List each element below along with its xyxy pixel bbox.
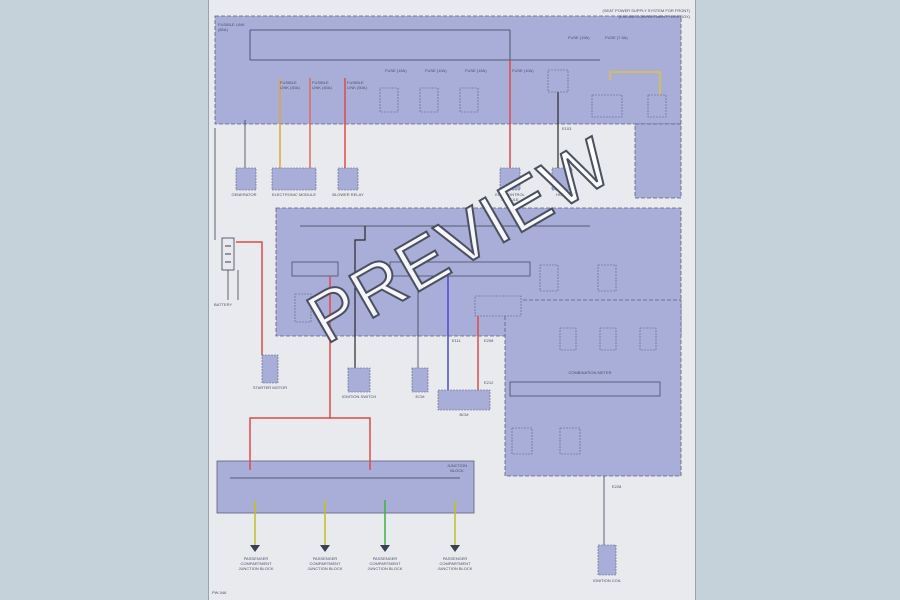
label-fuse-5: FUSE (15A) xyxy=(385,68,407,73)
label-electronic-module: ELECTRONIC MODULE xyxy=(271,192,316,197)
connector-1: E103 xyxy=(562,126,572,131)
label-fuse-7: FUSE (15A) xyxy=(465,68,487,73)
connector-4: E212 xyxy=(484,380,494,385)
ignition-switch-block xyxy=(347,367,371,393)
connector-2: E111 xyxy=(452,338,461,343)
label-ignition-switch: IGNITION SWITCH xyxy=(341,394,377,399)
label-fuse-2: FUSIBLE LINK (30A) xyxy=(280,80,300,90)
combination-meter-block xyxy=(509,381,661,397)
label-fuse-6: FUSE (10A) xyxy=(425,68,447,73)
label-junction-block: JUNCTION BLOCK xyxy=(446,463,468,473)
bcm-block xyxy=(437,389,491,411)
blower-relay-block xyxy=(337,167,359,191)
label-bottom-3: PASSENGER COMPARTMENT JUNCTION BLOCK xyxy=(367,556,403,571)
label-fuse-10: FUSE (7.5A) xyxy=(605,35,628,40)
header-line-2: (ENGINE COMPARTMENT FUSE BOX) xyxy=(618,14,690,19)
horn-block xyxy=(551,167,573,191)
top-right-region xyxy=(634,123,682,199)
label-fuse-9: FUSE (15A) xyxy=(568,35,590,40)
label-generator: GENERATOR xyxy=(231,192,257,197)
label-bottom-4: PASSENGER COMPARTMENT JUNCTION BLOCK xyxy=(437,556,473,571)
generator-block xyxy=(235,167,257,191)
diagram-header: (SEAT POWER SUPPLY SYSTEM FOR FRONT) (EN… xyxy=(560,8,691,20)
label-combination-meter: COMBINATION METER xyxy=(568,370,612,375)
label-fuse-4: FUSIBLE LINK (50A) xyxy=(347,80,367,90)
ignition-coil-block xyxy=(597,544,617,576)
footer-code: PW-046 xyxy=(212,590,227,595)
label-ecm-control-module: ECM CONTROL MODULE xyxy=(495,192,525,202)
connector-3: E208 xyxy=(484,338,494,343)
electronic-module-block xyxy=(271,167,317,191)
label-starter-motor: STARTER MOTOR xyxy=(252,385,288,390)
label-ecm: ECM xyxy=(415,394,425,399)
label-horn: HORN xyxy=(556,192,568,197)
label-fuse-1: FUSIBLE LINK (80A) xyxy=(218,22,245,32)
connector-5: E228 xyxy=(612,484,622,489)
label-bottom-1: PASSENGER COMPARTMENT JUNCTION BLOCK xyxy=(238,556,274,571)
label-fuse-8: FUSE (10A) xyxy=(512,68,534,73)
header-line-1: (SEAT POWER SUPPLY SYSTEM FOR FRONT) xyxy=(602,8,691,13)
ecm-block xyxy=(411,367,429,393)
ecm-control-block xyxy=(499,167,521,191)
label-ignition-coil: IGNITION COIL xyxy=(592,578,622,583)
label-bcm: BCM xyxy=(459,412,469,417)
bottom-junction-region xyxy=(216,460,475,514)
label-bottom-2: PASSENGER COMPARTMENT JUNCTION BLOCK xyxy=(307,556,343,571)
label-fuse-3: FUSIBLE LINK (40A) xyxy=(312,80,332,90)
label-battery: BATTERY xyxy=(214,302,233,307)
starter-motor-block xyxy=(261,354,279,384)
label-blower-relay: BLOWER RELAY xyxy=(332,192,364,197)
